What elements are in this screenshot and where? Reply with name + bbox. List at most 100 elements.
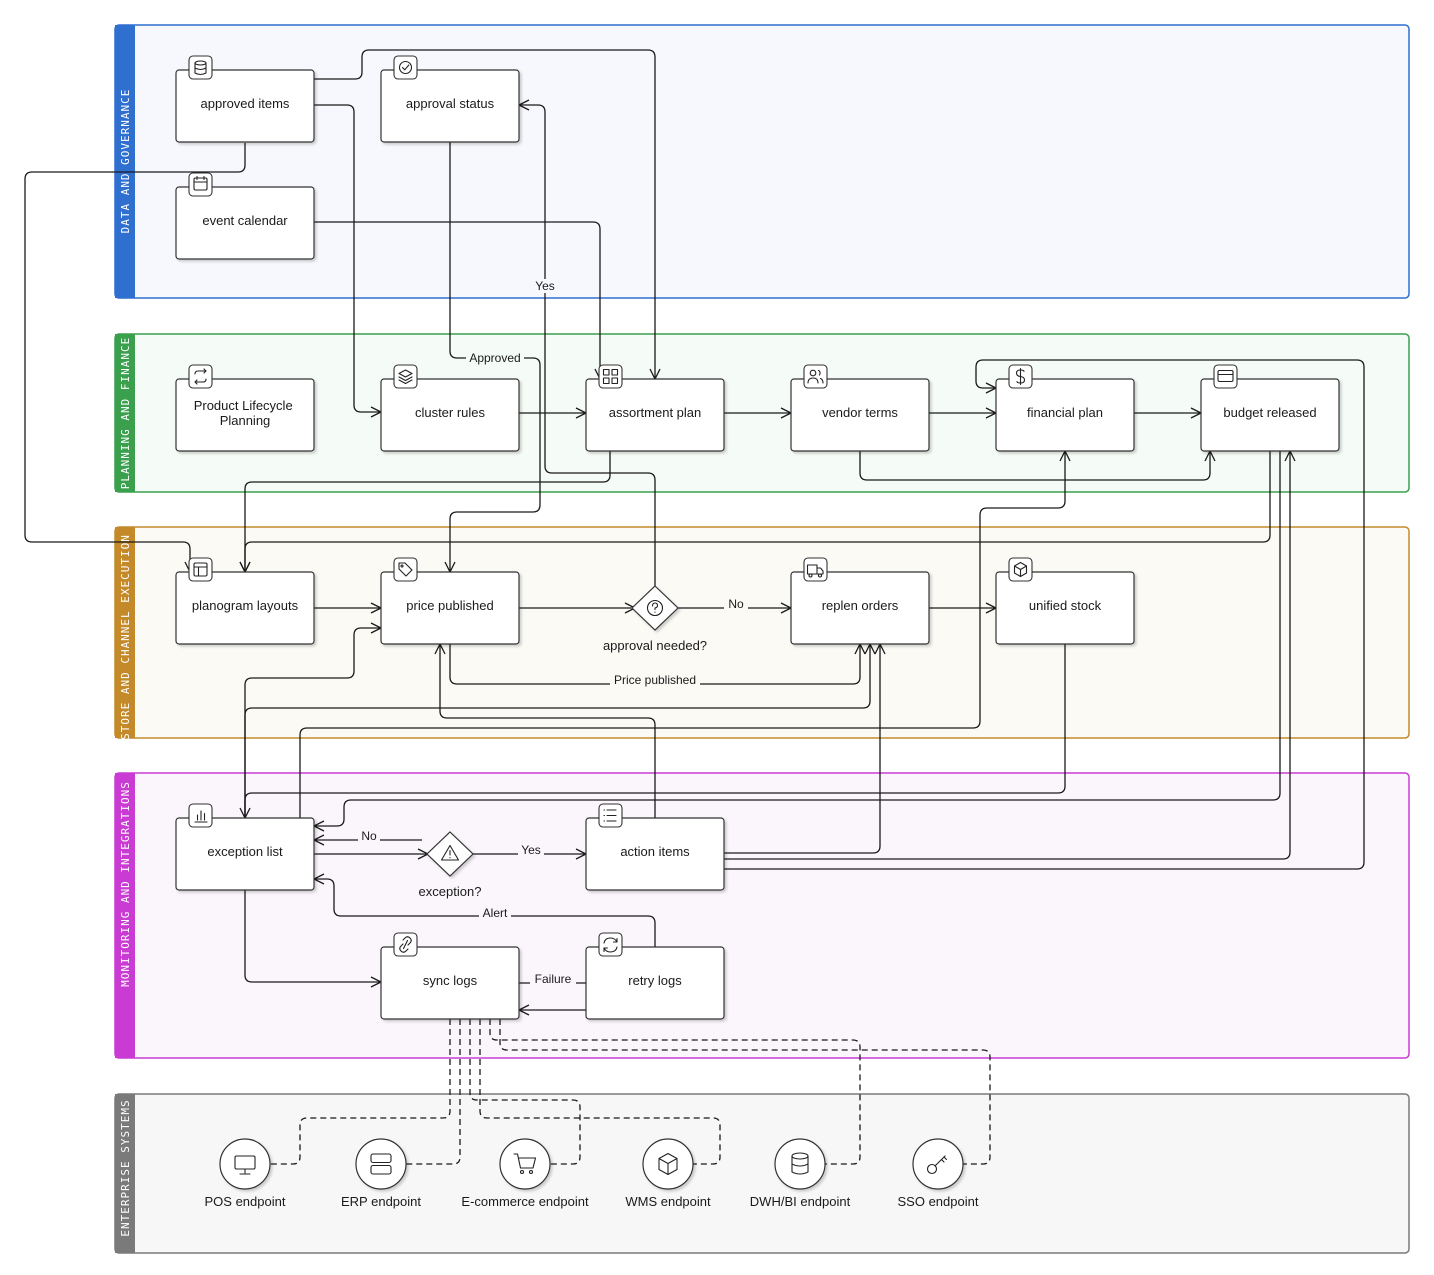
edge: [244, 644, 870, 818]
endpoint-label: ERP endpoint: [341, 1194, 421, 1209]
endpoint-dwh[interactable]: DWH/BI endpoint: [750, 1138, 851, 1209]
node-product-lifecycle[interactable]: Product Lifecycle Planning: [175, 364, 315, 452]
edge: [724, 359, 1365, 870]
endpoint-label: POS endpoint: [205, 1194, 286, 1209]
node-label: cluster rules: [415, 405, 486, 420]
node-label: budget released: [1223, 405, 1316, 420]
node-label: planogram layouts: [192, 598, 299, 613]
node-label: unified stock: [1029, 598, 1102, 613]
node-budget-released[interactable]: budget released: [1200, 364, 1340, 452]
lane-title: STORE AND CHANNEL EXECUTION: [119, 534, 132, 740]
endpoint-label: DWH/BI endpoint: [750, 1194, 851, 1209]
check-badge-icon: [393, 55, 418, 80]
edge-label-alert: Alert: [483, 906, 508, 920]
node-label: price published: [406, 598, 493, 613]
edge-label-price-published: Price published: [614, 673, 696, 687]
database-icon: [791, 1152, 809, 1175]
edge: [314, 221, 600, 379]
node-exception-list[interactable]: exception list: [175, 803, 315, 891]
node-label: action items: [620, 844, 690, 859]
decision-exception[interactable]: exception?: [419, 831, 482, 899]
node-label: approval status: [406, 96, 495, 111]
node-label: exception list: [207, 844, 283, 859]
edge: [314, 879, 656, 947]
box-icon: [1008, 557, 1033, 582]
integration-edges: [270, 1019, 991, 1165]
edge: [245, 451, 611, 572]
lane-title: DATA AND GOVERNANCE: [119, 89, 132, 234]
endpoint-wms[interactable]: WMS endpoint: [625, 1138, 711, 1209]
node-price-published[interactable]: price published: [380, 557, 520, 645]
endpoint-erp[interactable]: ERP endpoint: [341, 1138, 421, 1209]
grid-icon: [598, 364, 623, 389]
list-icon: [598, 803, 623, 828]
endpoint-label: E-commerce endpoint: [461, 1194, 589, 1209]
edge-label-no: No: [361, 829, 377, 843]
edge-label-failure: Failure: [535, 972, 572, 986]
edge: [244, 628, 381, 818]
edge: [724, 451, 1290, 860]
node-unified-stock[interactable]: unified stock: [995, 557, 1135, 645]
node-financial-plan[interactable]: financial plan: [995, 364, 1135, 452]
tag-icon: [393, 557, 418, 582]
node-approval-status[interactable]: approval status: [380, 55, 520, 143]
refresh-icon: [598, 932, 623, 957]
edge: [245, 644, 1066, 818]
edge: [270, 1019, 451, 1165]
node-retry-logs[interactable]: retry logs: [585, 932, 725, 1020]
edge: [406, 1019, 461, 1165]
edge: [314, 104, 381, 412]
node-approved-items[interactable]: approved items: [175, 55, 315, 143]
node-vendor-terms[interactable]: vendor terms: [790, 364, 930, 452]
lane-title: MONITORING AND INTEGRATIONS: [119, 781, 132, 987]
layers-icon: [393, 364, 418, 389]
endpoint-ecom[interactable]: E-commerce endpoint: [461, 1138, 589, 1209]
dollar-icon: [1008, 364, 1033, 389]
node-label: replen orders: [822, 598, 899, 613]
edge: [449, 142, 541, 520]
monitor-icon: [234, 1155, 256, 1175]
edge-label-yes: Yes: [521, 843, 541, 857]
decision-label: approval needed?: [603, 638, 707, 653]
edge: [479, 1019, 721, 1165]
node-planogram-layouts[interactable]: planogram layouts: [175, 557, 315, 645]
warning-icon: [440, 844, 460, 861]
endpoint-label: SSO endpoint: [898, 1194, 979, 1209]
node-label-line: Planning: [220, 413, 271, 428]
lane-ent: ENTERPRISE SYSTEMS: [114, 1093, 1410, 1254]
node-label: approved items: [201, 96, 290, 111]
node-event-calendar[interactable]: event calendar: [175, 172, 315, 260]
node-action-items[interactable]: action items: [585, 803, 725, 891]
endpoint-sso[interactable]: SSO endpoint: [898, 1138, 979, 1209]
edge: [519, 105, 656, 586]
key-icon: [926, 1155, 948, 1175]
card-icon: [1213, 364, 1238, 389]
endpoint-label: WMS endpoint: [625, 1194, 711, 1209]
node-label: retry logs: [628, 973, 682, 988]
calendar-icon: [188, 172, 213, 197]
edges: [24, 49, 1365, 1010]
edge-label-yes: Yes: [535, 279, 555, 293]
edge: [859, 451, 1210, 481]
edge: [244, 890, 381, 982]
node-sync-logs[interactable]: sync logs: [380, 932, 520, 1020]
lane-title: ENTERPRISE SYSTEMS: [119, 1099, 132, 1236]
node-cluster-rules[interactable]: cluster rules: [380, 364, 520, 452]
edge-label-approved: Approved: [469, 351, 520, 365]
edge: [299, 451, 1065, 818]
node-label: Product Lifecycle Planning: [194, 398, 297, 428]
endpoint-pos[interactable]: POS endpoint: [205, 1138, 286, 1209]
edge: [314, 451, 1281, 826]
decision-label: exception?: [419, 884, 482, 899]
node-label: sync logs: [423, 973, 478, 988]
node-label: assortment plan: [609, 405, 702, 420]
node-assortment-plan[interactable]: assortment plan: [585, 364, 725, 452]
truck-icon: [803, 557, 828, 582]
edge: [724, 644, 880, 854]
edge: [314, 49, 655, 379]
edge: [245, 451, 1271, 572]
lane-title: PLANNING AND FINANCE: [119, 337, 132, 489]
node-replen-orders[interactable]: replen orders: [790, 557, 930, 645]
decision-approval-needed[interactable]: approval needed?: [603, 585, 707, 653]
